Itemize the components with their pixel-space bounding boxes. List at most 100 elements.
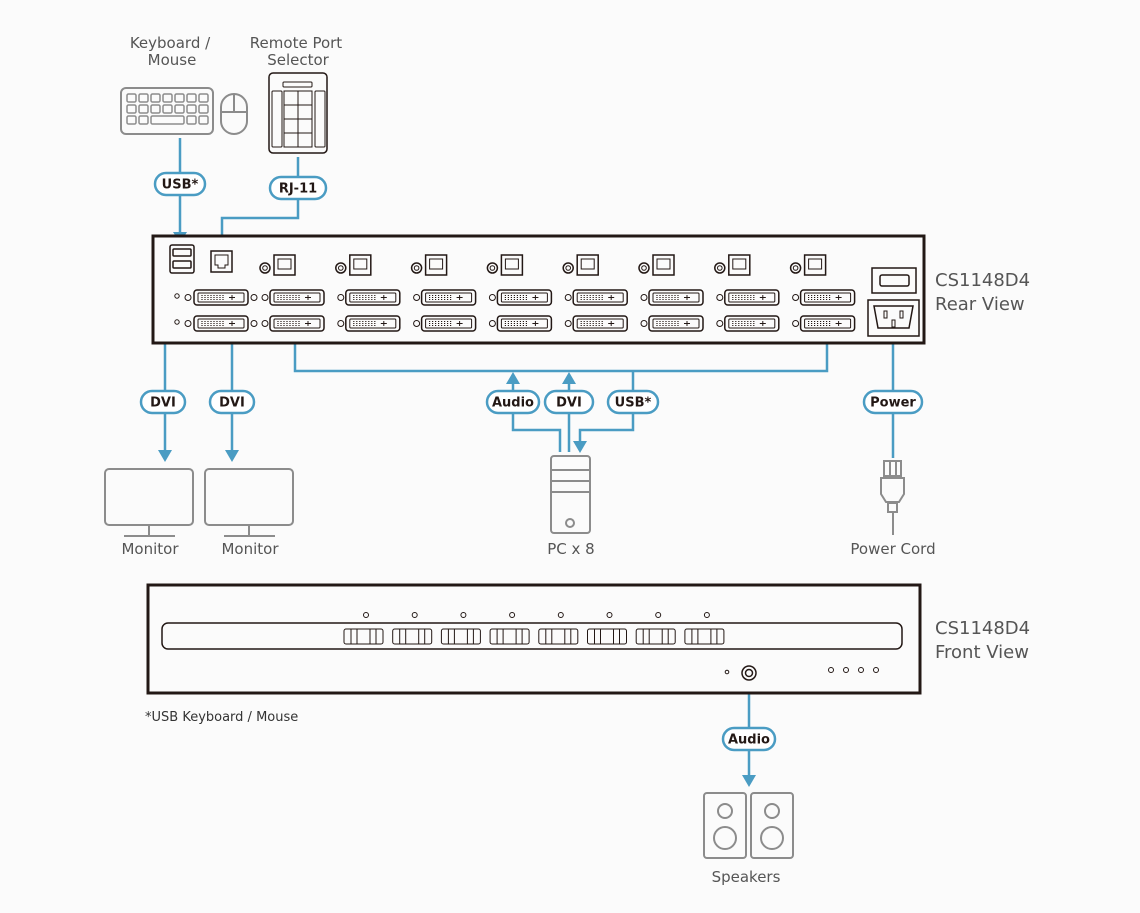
arrow-dvi-out2: [225, 450, 239, 462]
pc-dvi-port: [724, 315, 780, 332]
rear-view-title: Rear View: [935, 294, 1025, 315]
usb-b-port: [500, 254, 524, 276]
pc-dvi-port: [420, 289, 477, 306]
usb-b-port: [803, 254, 827, 276]
rear-chassis: [151, 234, 926, 345]
console-led-2: [174, 319, 180, 325]
pc-dvi-port: [269, 289, 325, 306]
pc-dvi-port: [496, 289, 553, 306]
pill-power: Power: [862, 389, 924, 415]
pc-dvi-port: [648, 289, 704, 306]
mouse-icon: [220, 93, 248, 135]
audio-jack: [789, 262, 802, 274]
pc-dvi-port: [572, 289, 628, 306]
monitor-2-icon: [204, 468, 294, 537]
keyboard-icon: [120, 87, 214, 135]
pill-pc-audio-label: Audio: [492, 396, 534, 411]
pill-pc-usb-label: USB*: [615, 396, 652, 411]
front-panel-strip: [161, 622, 903, 650]
pill-dvi-out2-label: DVI: [219, 396, 245, 411]
pc-port-group-6: [638, 254, 704, 332]
pc-port-group-4: [486, 254, 553, 332]
speakers-icon: [703, 792, 794, 859]
audio-jack: [486, 262, 499, 274]
pill-front-audio-label: Audio: [728, 733, 770, 748]
pc-port-group-3: [410, 254, 477, 332]
pill-dvi-out2: DVI: [208, 389, 256, 415]
pc-port-group-5: [562, 254, 628, 332]
pill-rj11-label: RJ-11: [279, 182, 317, 197]
remote-selector-icon: [268, 72, 328, 154]
pc-dvi-port: [345, 289, 401, 306]
port-button-8[interactable]: [684, 612, 725, 645]
monitor-2-label: Monitor: [221, 540, 279, 558]
pill-pc-usb: USB*: [606, 389, 660, 415]
pc-label: PC x 8: [547, 540, 594, 558]
keyboard-mouse-label-2: Mouse: [148, 51, 197, 69]
usb-b-port: [652, 254, 675, 276]
port-button-4[interactable]: [489, 612, 530, 645]
port-button-2[interactable]: [392, 612, 433, 645]
power-inlet: [867, 299, 920, 337]
audio-jack: [562, 262, 574, 274]
pill-power-label: Power: [870, 396, 916, 411]
pc-dvi-port: [724, 289, 780, 306]
port-button-5[interactable]: [538, 612, 579, 645]
audio-jack: [638, 262, 650, 274]
pc-dvi-port: [572, 315, 628, 332]
monitor-1-icon: [104, 468, 194, 537]
front-status-leds: [828, 667, 879, 673]
usb-b-port: [273, 254, 296, 276]
pc-port-group-2: [335, 254, 401, 332]
monitor-1-label: Monitor: [121, 540, 179, 558]
pc-dvi-port: [345, 315, 401, 332]
pc-dvi-port: [269, 315, 325, 332]
console-led-1: [174, 293, 180, 299]
usb-b-port: [576, 254, 599, 276]
cable-pc-bus: [293, 336, 829, 373]
rear-model-title: CS1148D4: [935, 270, 1030, 291]
remote-selector-label-2: Selector: [267, 51, 329, 69]
front-view-title: Front View: [935, 642, 1029, 663]
pc-dvi-port: [799, 289, 856, 306]
rj11-port: [210, 250, 233, 273]
arrow-pc-usb: [573, 441, 587, 453]
console-dvi-port-2: [193, 315, 249, 332]
pill-pc-dvi: DVI: [543, 389, 595, 415]
pc-dvi-port: [648, 315, 704, 332]
port-button-6[interactable]: [587, 612, 627, 645]
pc-port-group-1: [259, 254, 325, 332]
pill-rj11: RJ-11: [268, 175, 328, 201]
pill-dvi-out1: DVI: [139, 389, 187, 415]
speakers-label: Speakers: [712, 868, 781, 886]
pc-dvi-port: [496, 315, 553, 332]
front-audio-led: [724, 669, 730, 675]
audio-jack: [410, 262, 423, 274]
pc-port-group-8: [789, 254, 856, 332]
port-button-7[interactable]: [635, 612, 676, 645]
pc-dvi-port: [420, 315, 477, 332]
pc-port-group-7: [714, 254, 780, 332]
front-model-title: CS1148D4: [935, 618, 1030, 639]
power-plug-icon: [880, 460, 905, 535]
power-cord-label: Power Cord: [850, 540, 935, 558]
front-audio-jack: [741, 665, 757, 681]
usb-b-port: [424, 254, 448, 276]
arrow-pc-dvi: [562, 372, 576, 384]
console-usb-ports: [169, 244, 195, 274]
port-button-3[interactable]: [440, 612, 481, 645]
pill-dvi-out1-label: DVI: [150, 396, 176, 411]
footnote: *USB Keyboard / Mouse: [145, 710, 298, 725]
arrow-front-audio: [742, 775, 756, 787]
arrow-pc-audio: [506, 372, 520, 384]
pill-usb-km-label: USB*: [162, 178, 199, 193]
pc-tower-icon: [550, 455, 591, 534]
usb-b-port: [349, 254, 372, 276]
console-dvi-port-1: [193, 289, 249, 306]
power-switch: [871, 267, 917, 294]
audio-jack: [714, 262, 726, 274]
port-button-1[interactable]: [343, 612, 384, 645]
arrow-dvi-out1: [158, 450, 172, 462]
pill-usb-km: USB*: [153, 171, 207, 197]
